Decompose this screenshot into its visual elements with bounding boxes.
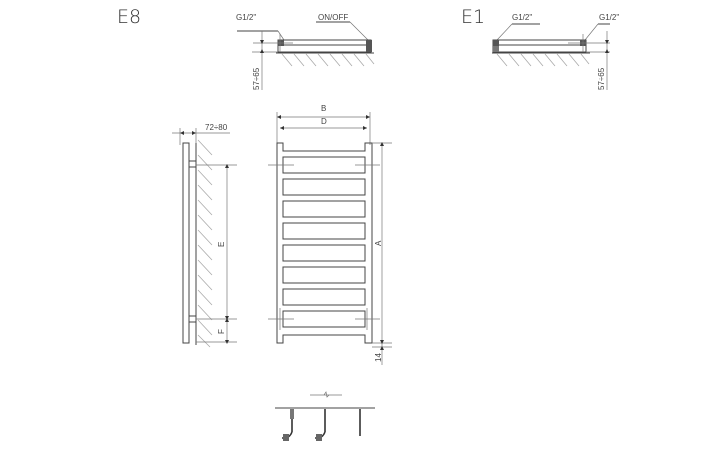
- e1-conn-right-label: G1/2": [599, 13, 620, 22]
- e8-title: E8: [117, 6, 142, 28]
- dim-b-label: B: [321, 104, 327, 113]
- e1-title: E1: [461, 6, 486, 28]
- e1-conn-left-label: G1/2": [512, 13, 533, 22]
- dim-e-label: E: [217, 241, 226, 247]
- dim-d-label: D: [321, 117, 327, 126]
- wall-distance-label: 72÷80: [205, 123, 228, 132]
- e1-top-view: [492, 23, 610, 90]
- e8-conn-right-label: ON/OFF: [318, 13, 349, 22]
- e1-depth-label: 57÷65: [597, 67, 606, 90]
- bottom-detail: [275, 391, 375, 441]
- dim-f-label: F: [217, 329, 226, 334]
- side-view: [172, 128, 237, 348]
- e8-conn-left-label: G1/2": [236, 13, 257, 22]
- e8-top-view: [237, 21, 375, 90]
- front-view: [268, 112, 392, 365]
- e8-depth-label: 57÷65: [252, 67, 261, 90]
- dim-bottom-label: 14: [374, 353, 383, 362]
- dim-a-label: A: [374, 240, 383, 246]
